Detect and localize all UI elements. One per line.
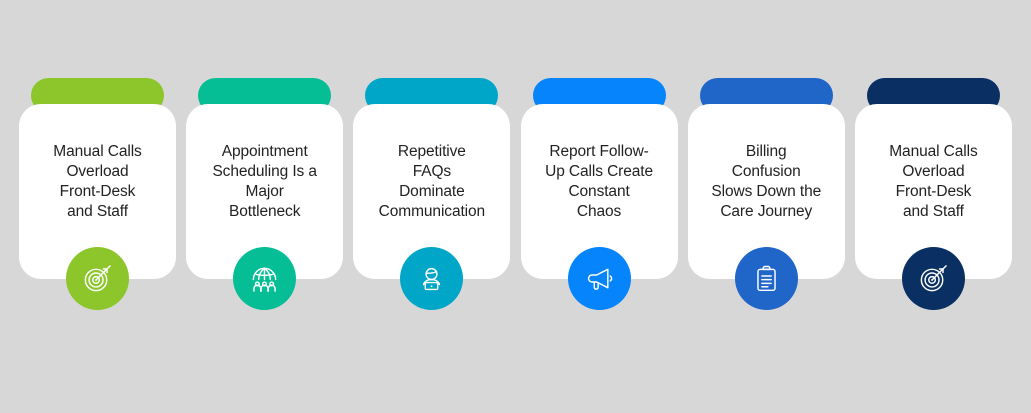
card-title: Manual Calls Overload Front-Desk and Sta… [889,142,978,220]
card-title: Appointment Scheduling Is a Major Bottle… [212,142,317,220]
card-icon-badge[interactable] [567,247,631,310]
card-icon-badge[interactable] [901,247,965,310]
challenge-card[interactable]: Repetitive FAQs Dominate Communication [353,78,511,310]
card-icon-badge[interactable] [734,247,798,310]
person-laptop-icon [423,267,441,291]
card-row: Manual Calls Overload Front-Desk and Sta… [19,78,1012,310]
challenge-card[interactable]: Billing Confusion Slows Down the Care Jo… [687,78,845,310]
card-icon-badge[interactable] [400,247,464,310]
challenge-card[interactable]: Manual Calls Overload Front-Desk and Sta… [854,78,1012,310]
card-title: Billing Confusion Slows Down the Care Jo… [711,142,822,220]
challenge-card[interactable]: Manual Calls Overload Front-Desk and Sta… [19,78,176,310]
card-icon-badge[interactable] [233,247,297,310]
card-body: Manual Calls Overload Front-Desk and Sta… [19,104,176,279]
challenge-card[interactable]: Appointment Scheduling Is a Major Bottle… [186,78,344,310]
target-arrow-icon [920,265,947,292]
clipboard-icon [756,265,776,292]
megaphone-icon [587,268,612,290]
card-icon-badge[interactable] [66,247,129,310]
globe-people-icon [252,267,277,292]
challenge-card[interactable]: Report Follow- Up Calls Create Constant … [520,78,678,310]
card-title: Repetitive FAQs Dominate Communication [378,142,486,220]
card-title: Manual Calls Overload Front-Desk and Sta… [53,142,142,220]
card-title: Report Follow- Up Calls Create Constant … [545,142,654,220]
card-body: Report Follow- Up Calls Create Constant … [520,104,678,279]
target-arrow-icon [84,265,111,292]
